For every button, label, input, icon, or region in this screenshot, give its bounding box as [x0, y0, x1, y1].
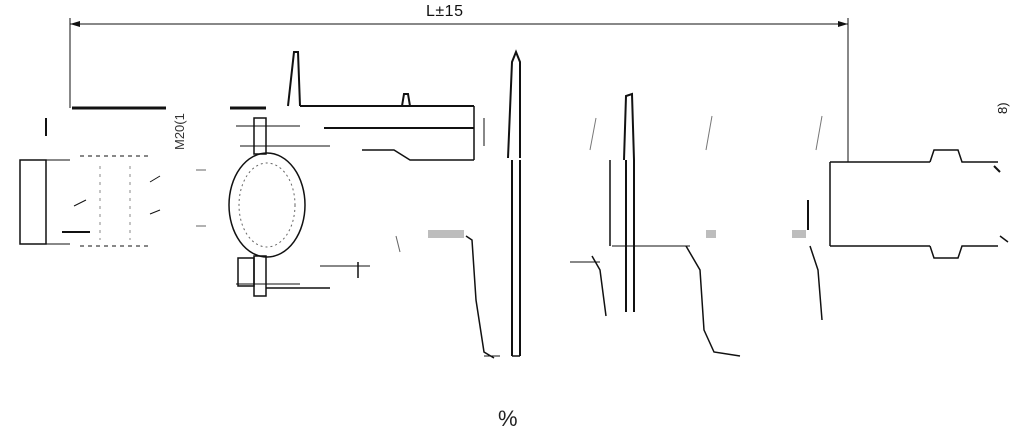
shed-3: [685, 245, 741, 357]
tab-1: [287, 51, 301, 107]
left-end-fitting: [19, 106, 166, 247]
dimension-arrow-left: [70, 21, 80, 27]
center-blade: [507, 49, 521, 357]
shed-2: [591, 255, 607, 317]
right-section: [570, 92, 823, 357]
clamp-bolt-bottom: [253, 255, 267, 297]
small-tab: [401, 93, 411, 107]
dimension-arrow-right: [838, 21, 848, 27]
shed-1: [465, 235, 500, 359]
gray-insert-3: [792, 230, 806, 238]
gray-insert-2: [706, 230, 716, 238]
bottom-caption: %: [498, 406, 518, 431]
clamp-ring-inner: [238, 162, 296, 248]
right-end-fitting: [829, 149, 1009, 259]
housing-step: [362, 149, 474, 161]
right-nozzle: [929, 149, 998, 259]
left-cap: [19, 159, 47, 245]
side-annotation-label: 8): [995, 102, 1010, 114]
shed-4: [809, 245, 823, 321]
thread-spec-label: M20(1: [172, 113, 187, 150]
clamp-bolt-top: [253, 117, 267, 155]
gray-insert-1: [428, 230, 464, 238]
overall-length-label: L±15: [426, 3, 464, 20]
tab-2: [623, 92, 635, 161]
main-housing: [287, 51, 485, 278]
clamp-ring-outer: [228, 152, 306, 258]
clamp-assembly: [196, 106, 330, 297]
overall-dimension: [69, 18, 849, 162]
